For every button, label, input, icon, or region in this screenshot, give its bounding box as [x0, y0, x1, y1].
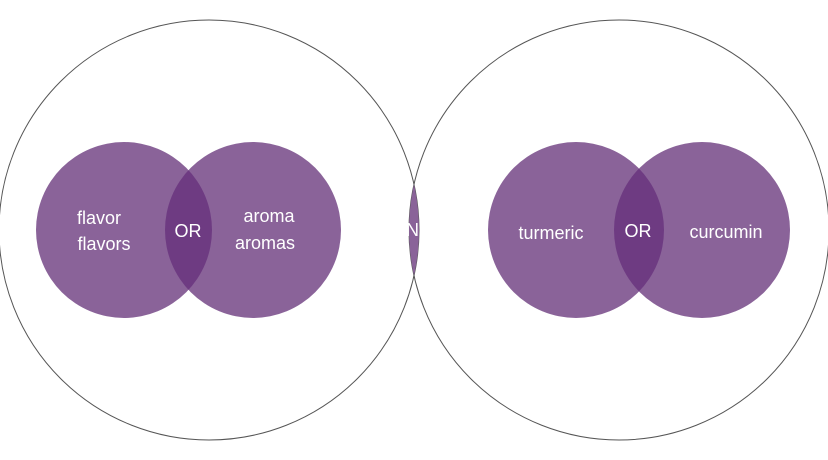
left-or-label: OR — [175, 221, 202, 241]
flavor-label: flavor — [77, 208, 121, 228]
curcumin-label: curcumin — [689, 222, 762, 242]
right-or-label: OR — [625, 221, 652, 241]
flavors-label: flavors — [77, 234, 130, 254]
curcumin-circle — [614, 142, 790, 318]
flavor-circle — [36, 142, 212, 318]
and-label: AND — [394, 220, 432, 240]
aroma-label: aroma — [243, 206, 295, 226]
aroma-circle — [165, 142, 341, 318]
turmeric-circle — [488, 142, 664, 318]
turmeric-label: turmeric — [518, 223, 583, 243]
aromas-label: aromas — [235, 233, 295, 253]
